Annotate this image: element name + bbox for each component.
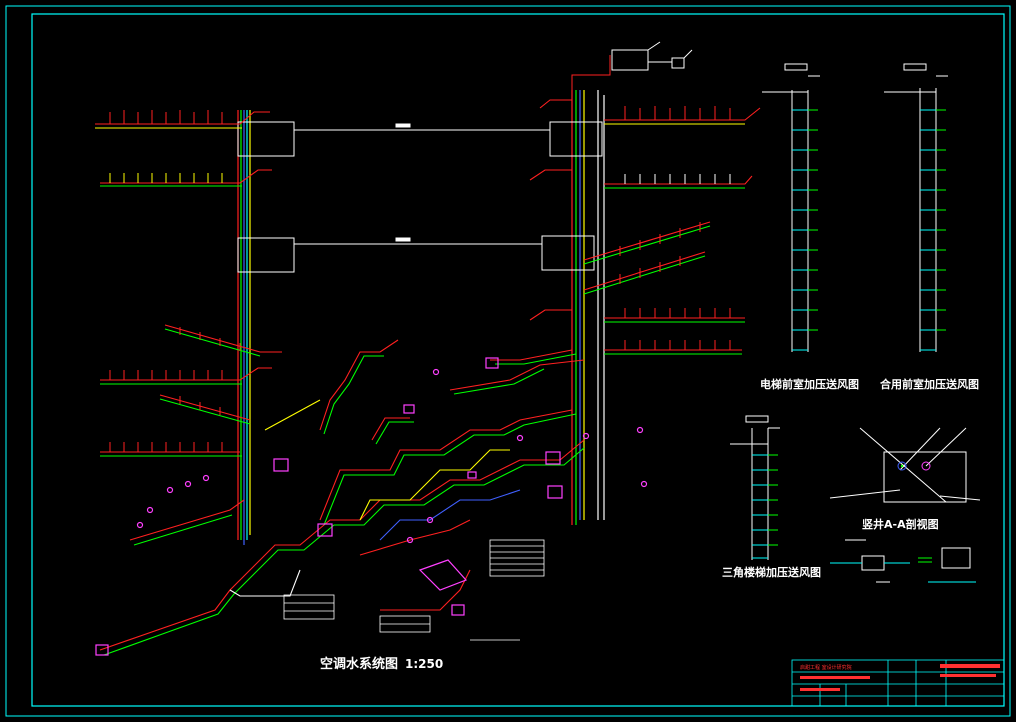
left-branches	[95, 111, 282, 457]
left-risers	[237, 110, 251, 545]
riser-title-1: 电梯前室加压送风图	[760, 377, 859, 391]
main-system-diagram: 空调水系统图 1:250	[95, 41, 761, 672]
main-diagram-title: 空调水系统图	[320, 656, 398, 672]
right-risers	[571, 90, 605, 525]
title-block	[791, 659, 1005, 707]
shaft-section-view: 竖井A-A剖视图	[829, 427, 981, 531]
riser-diagram-elevator: 电梯前室加压送风图	[760, 63, 859, 391]
equipment-legend-table	[283, 539, 545, 641]
right-branches	[529, 99, 761, 355]
riser-diagram-stair: 三角楼梯加压送风图	[722, 415, 821, 579]
rooftop-unit	[571, 41, 693, 90]
riser-title-2: 合用前室加压送风图	[880, 377, 979, 391]
magenta-units	[95, 357, 648, 656]
main-diagram-scale: 1:250	[405, 657, 443, 671]
outer-border	[5, 5, 1011, 717]
inner-border	[31, 13, 1005, 707]
section-title: 竖井A-A剖视图	[862, 517, 939, 531]
title-block-org: 启甜工程 室设计研究院	[800, 664, 852, 671]
right-terminals	[619, 106, 731, 350]
fan-schematic	[830, 539, 976, 583]
riser-diagram-shared: 合用前室加压送风图	[880, 63, 979, 391]
riser-title-3: 三角楼梯加压送风图	[722, 565, 821, 579]
left-terminals	[109, 110, 241, 452]
riser-boxes	[237, 121, 603, 273]
lower-network	[99, 339, 585, 656]
